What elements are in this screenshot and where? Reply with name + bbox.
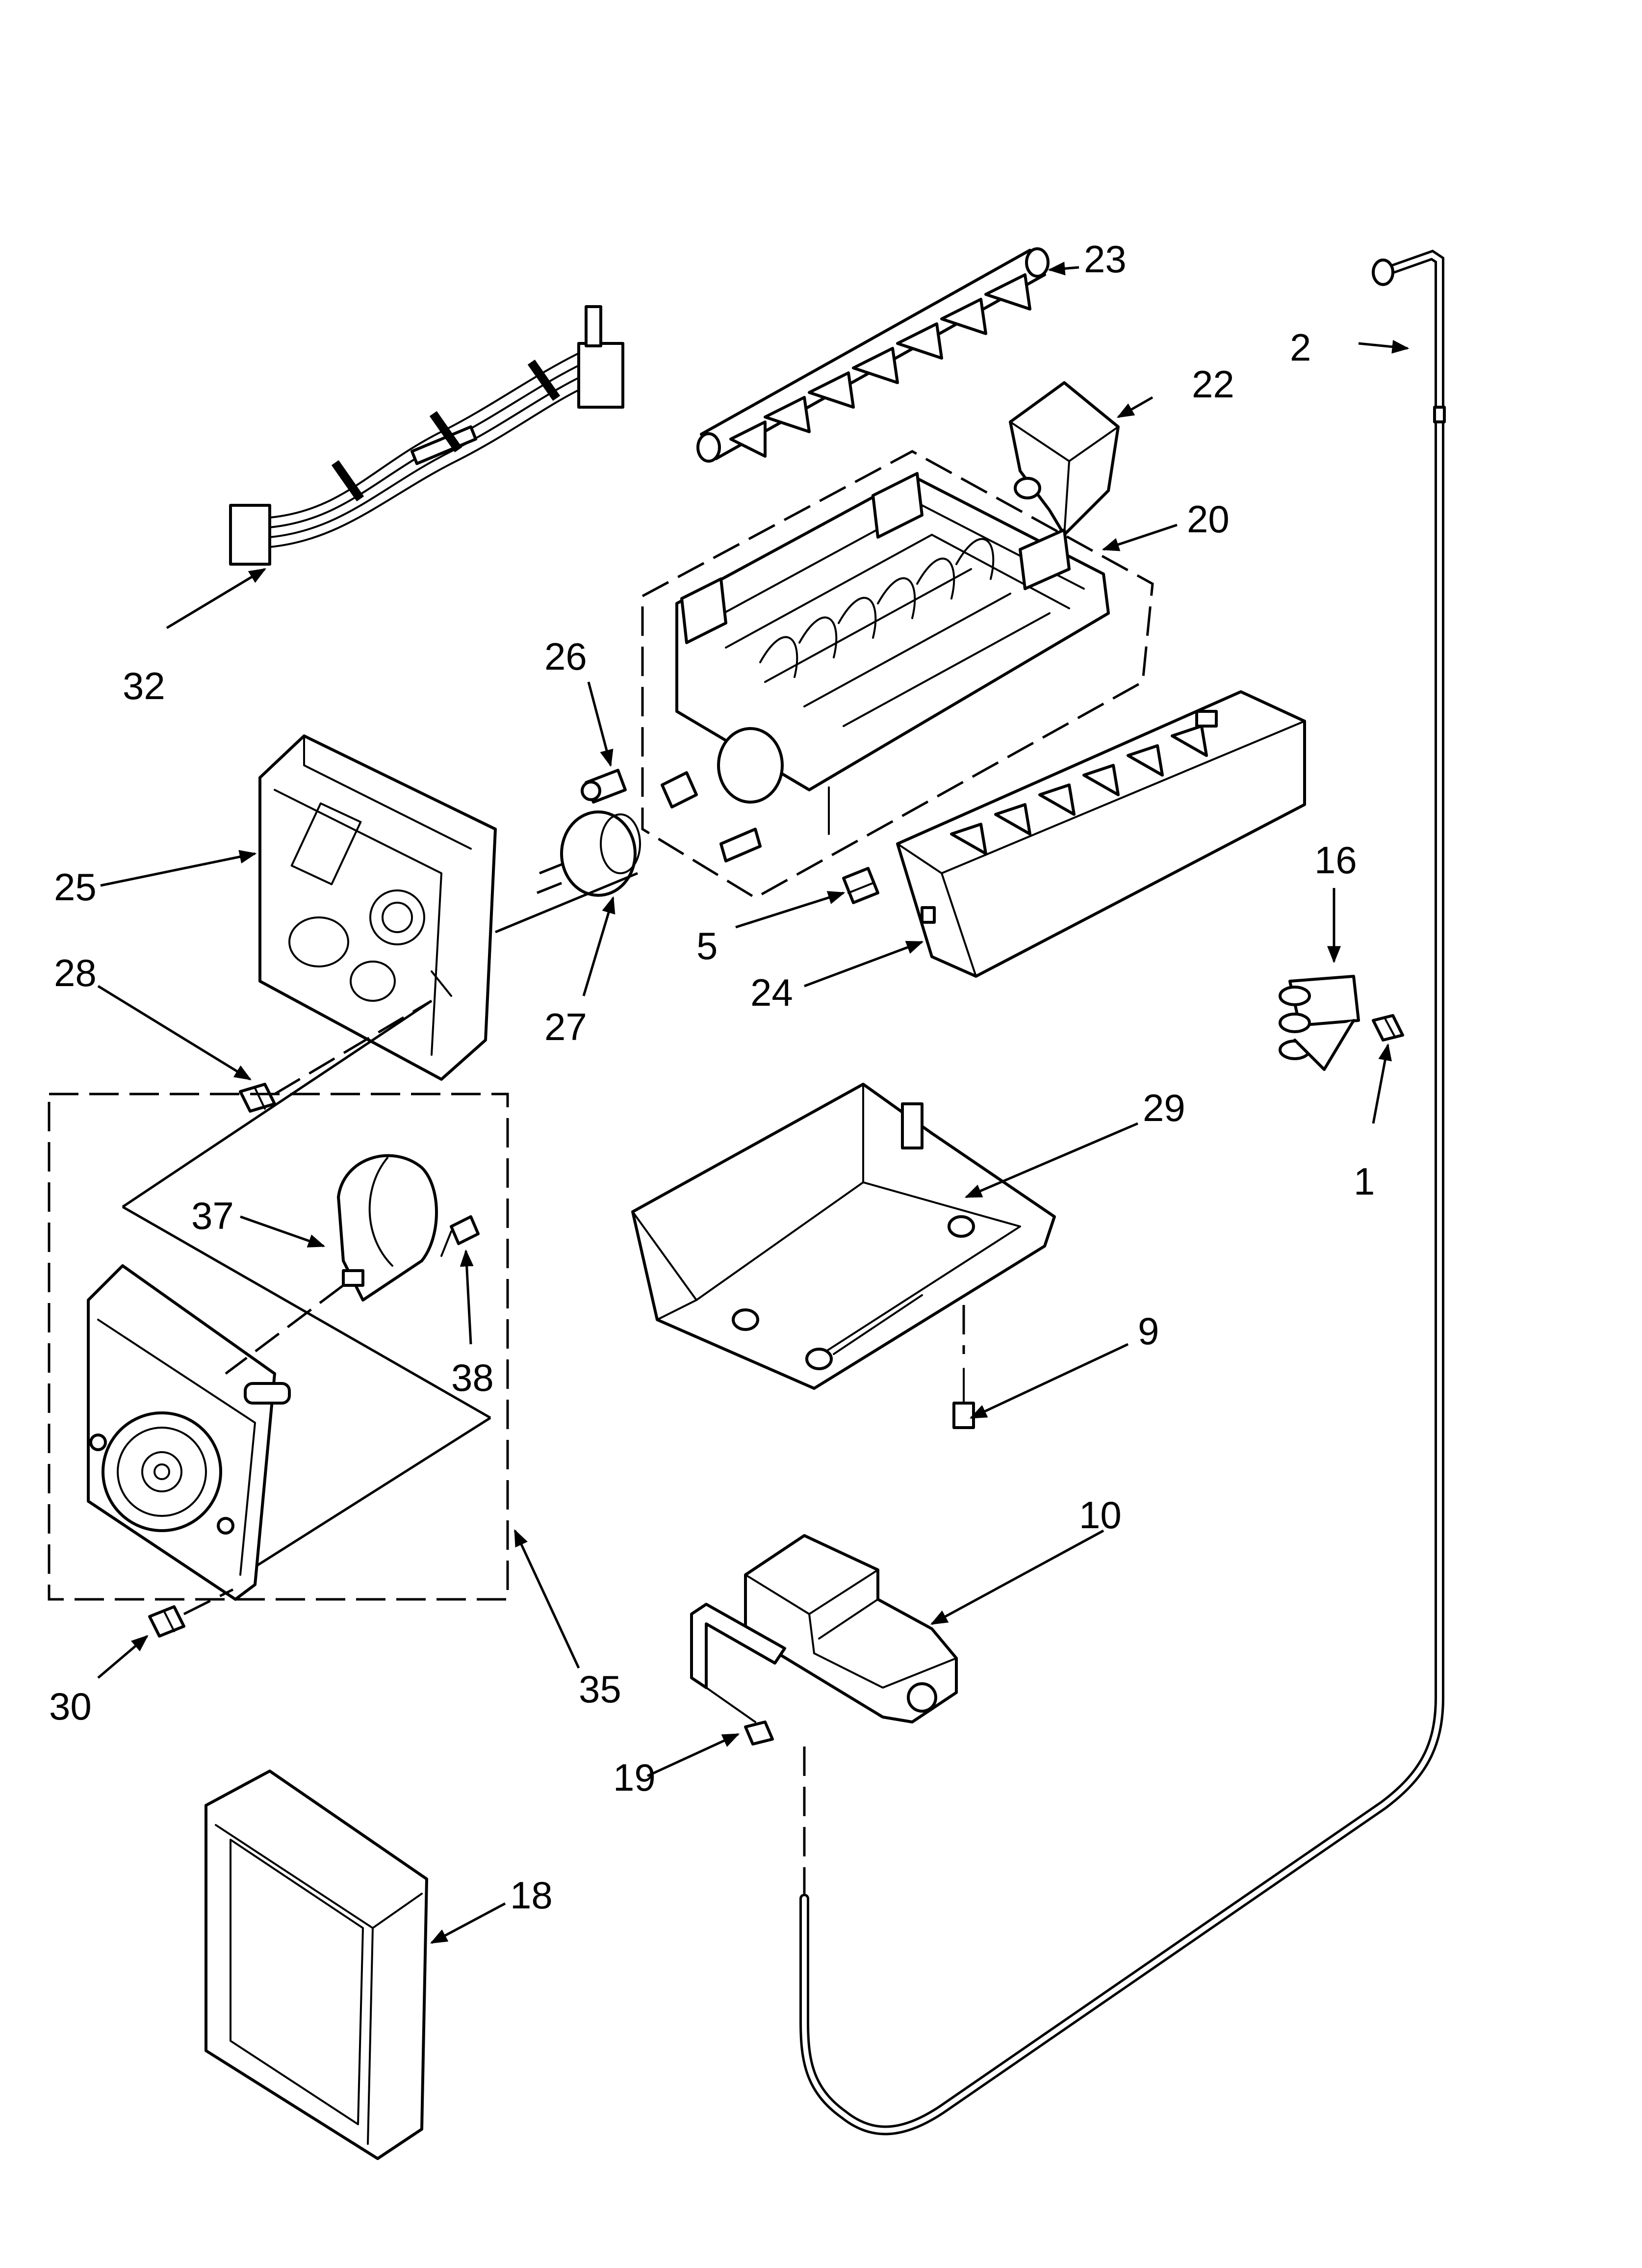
label-19: 19 [613,1756,656,1799]
label-37: 37 [191,1194,234,1237]
ice-mold-part [641,450,1154,899]
clip-part [842,867,879,904]
screw-28-part [239,999,433,1113]
label-35: 35 [579,1668,621,1711]
label-10: 10 [1079,1493,1122,1537]
tube-clamp-part [1279,975,1360,1071]
motor-module-part [48,999,509,1601]
connector-part [581,769,627,804]
label-29: 29 [1143,1086,1185,1129]
label-18: 18 [510,1874,553,1917]
front-cover-part [205,1770,428,2160]
label-30: 30 [49,1685,92,1728]
motor-part [225,1154,438,1375]
part-labels: 23 22 20 2 32 26 25 28 27 5 24 16 1 29 3… [49,237,1375,1917]
label-9: 9 [1138,1309,1159,1353]
screw-19-part [705,1687,774,1746]
fill-tube-part [799,249,1446,2136]
thermostat-part [495,810,641,934]
label-20: 20 [1187,497,1230,541]
wire-harness-part [229,305,624,566]
label-28: 28 [54,951,97,994]
label-27: 27 [544,1005,587,1048]
tray-part [631,1083,1056,1390]
ejector-arm-part [696,247,1050,463]
label-26: 26 [544,635,587,678]
label-2: 2 [1290,326,1311,369]
label-23: 23 [1084,237,1127,281]
label-22: 22 [1192,363,1234,406]
label-1: 1 [1354,1160,1375,1203]
screw-1-part [1372,1014,1404,1042]
label-25: 25 [54,865,97,909]
label-5: 5 [696,924,718,967]
leader-lines [97,261,1410,1944]
screw-9-part [952,1368,975,1429]
label-16: 16 [1314,838,1357,882]
label-38: 38 [451,1356,494,1399]
label-24: 24 [750,971,793,1014]
label-32: 32 [123,664,165,707]
control-housing-part [258,734,497,1081]
ice-stripper-part [896,690,1306,978]
water-valve-part [690,1534,958,1723]
screw-30-part [148,1588,234,1638]
screw-38-part [440,1215,480,1257]
fill-cup-part [1009,381,1120,536]
